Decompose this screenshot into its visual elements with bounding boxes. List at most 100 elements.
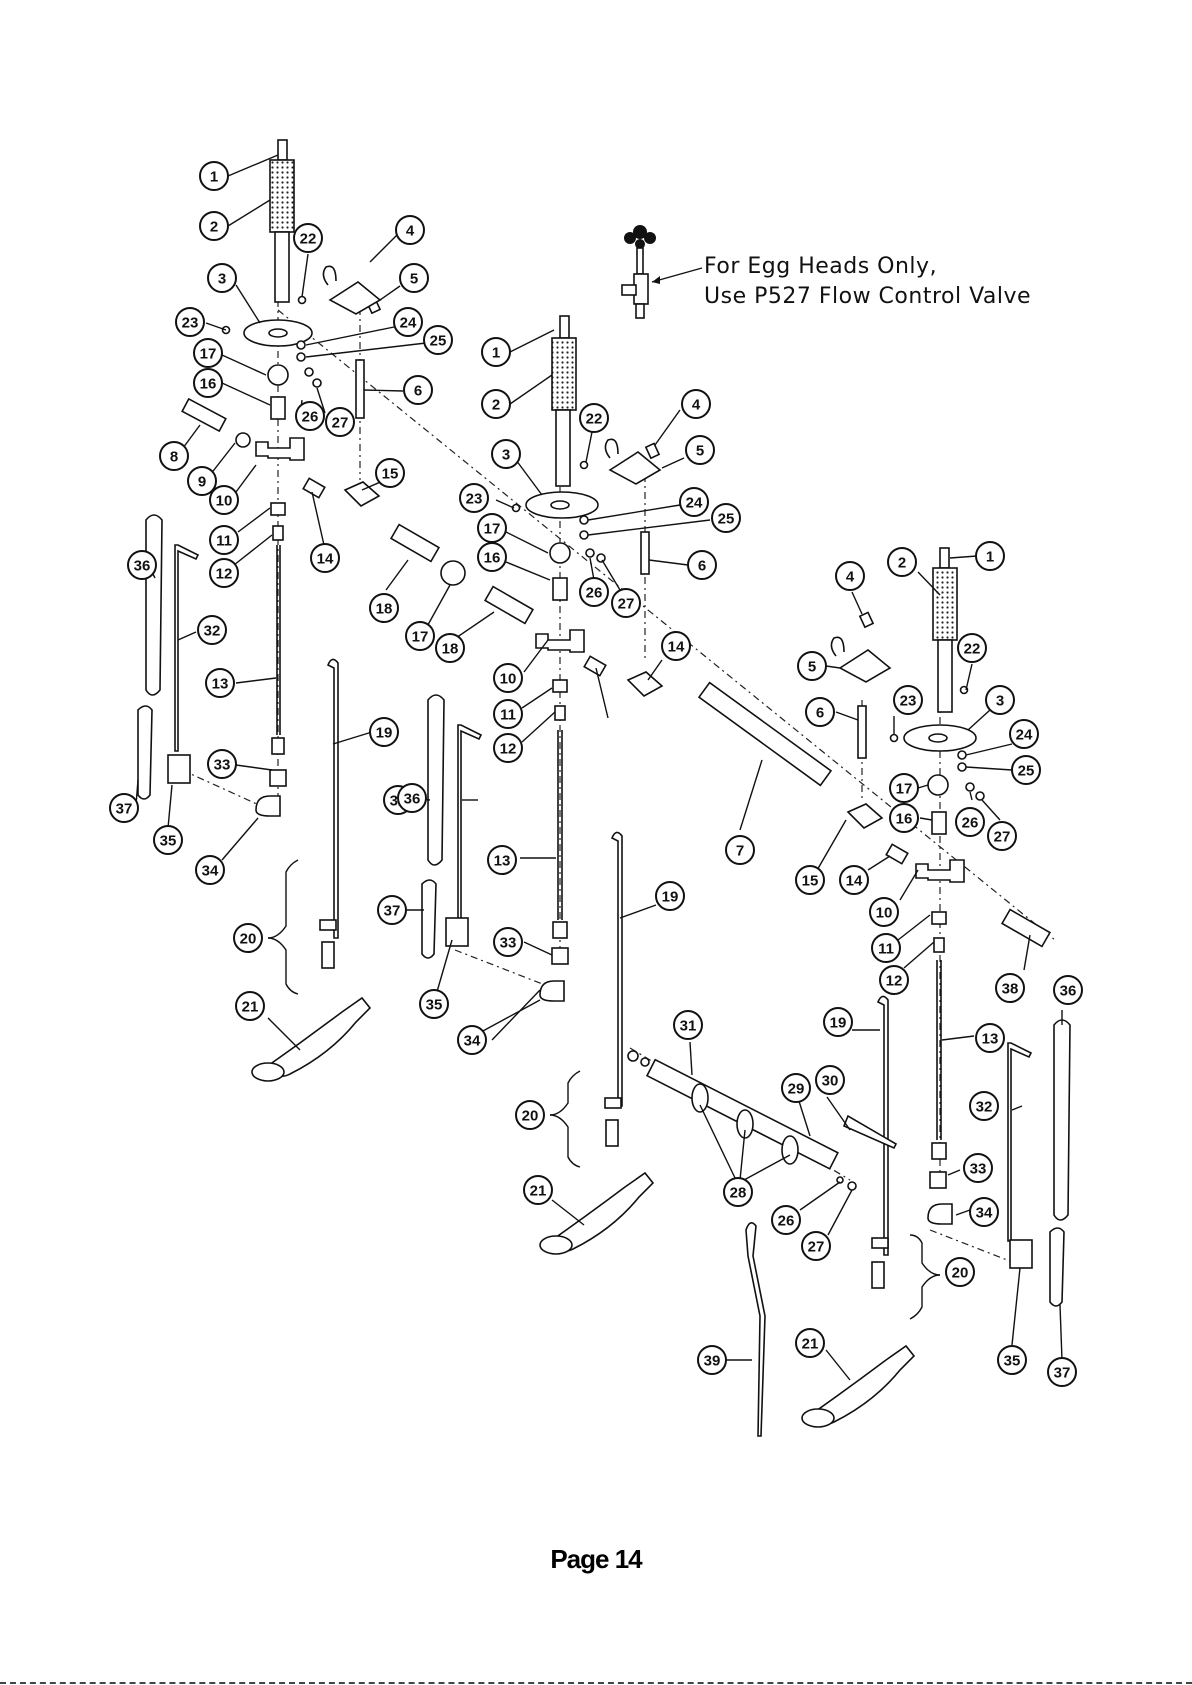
- callout-3: 3: [207, 263, 237, 293]
- callout-label: 12: [886, 973, 903, 990]
- callout-36: 36: [397, 783, 427, 813]
- callout-16: 16: [193, 368, 223, 398]
- callout-circle: [187, 466, 217, 496]
- callout-4: 4: [835, 561, 865, 591]
- callout-circle: [109, 793, 139, 823]
- callout-label: 14: [846, 873, 863, 890]
- callout-label: 2: [492, 397, 500, 414]
- callout-14: 14: [661, 631, 691, 661]
- callout-circle: [403, 375, 433, 405]
- callout-19: 19: [655, 881, 685, 911]
- callout-label: 11: [500, 707, 516, 724]
- callout-label: 13: [212, 676, 229, 693]
- callout-circle: [481, 337, 511, 367]
- right-head-assembly: [801, 547, 1071, 1428]
- callout-35: 35: [153, 825, 183, 855]
- callout-17: 17: [889, 773, 919, 803]
- callout-14: 14: [839, 865, 869, 895]
- callout-label: 38: [1002, 981, 1019, 998]
- callout-label: 35: [1004, 1353, 1021, 1370]
- callout-circle: [661, 631, 691, 661]
- callout-circle: [199, 161, 229, 191]
- callout-25: 25: [711, 503, 741, 533]
- callout-18: 18: [369, 593, 399, 623]
- callout-13: 13: [975, 1023, 1005, 1053]
- callout-circle: [293, 223, 323, 253]
- callout-label: 19: [662, 889, 679, 906]
- callout-17: 17: [193, 338, 223, 368]
- callout-label: 37: [116, 801, 133, 818]
- callout-10: 10: [869, 897, 899, 927]
- callout-34: 34: [457, 1025, 487, 1055]
- callout-circle: [579, 577, 609, 607]
- callout-label: 35: [160, 833, 177, 850]
- callout-13: 13: [205, 668, 235, 698]
- callout-circle: [711, 503, 741, 533]
- callout-33: 33: [963, 1153, 993, 1183]
- callout-25: 25: [423, 325, 453, 355]
- callout-label: 22: [300, 231, 317, 248]
- callout-label: 37: [384, 903, 401, 920]
- callout-1: 1: [975, 541, 1005, 571]
- callout-circle: [199, 211, 229, 241]
- callout-label: 27: [618, 596, 635, 613]
- callout-label: 20: [522, 1108, 539, 1125]
- callout-8: 8: [159, 441, 189, 471]
- callout-label: 15: [382, 466, 399, 483]
- callout-circle: [209, 485, 239, 515]
- callout-21: 21: [235, 991, 265, 1021]
- callout-circle: [795, 865, 825, 895]
- callout-label: 2: [210, 219, 218, 236]
- callout-circle: [823, 1007, 853, 1037]
- callout-3: 3: [985, 685, 1015, 715]
- callout-circle: [523, 1175, 553, 1205]
- callout-label: 8: [170, 449, 178, 466]
- callout-label: 3: [996, 693, 1004, 710]
- callout-circle: [725, 835, 755, 865]
- callout-26: 26: [579, 577, 609, 607]
- callout-label: 6: [414, 383, 422, 400]
- callout-circle: [579, 403, 609, 433]
- callout-label: 17: [896, 781, 913, 798]
- callout-circle: [235, 991, 265, 1021]
- callout-circle: [985, 685, 1015, 715]
- callout-circle: [685, 435, 715, 465]
- callout-circle: [681, 389, 711, 419]
- callout-33: 33: [207, 749, 237, 779]
- callout-circle: [419, 989, 449, 1019]
- callout-circle: [399, 263, 429, 293]
- callout-circle: [233, 923, 263, 953]
- callout-label: 18: [442, 641, 459, 658]
- callout-label: 10: [500, 671, 517, 688]
- callout-label: 24: [400, 315, 417, 332]
- callout-label: 4: [692, 397, 701, 414]
- callout-circle: [493, 927, 523, 957]
- callout-9: 9: [187, 466, 217, 496]
- callout-label: 6: [698, 558, 706, 575]
- callout-circle: [963, 1153, 993, 1183]
- callout-label: 36: [404, 791, 421, 808]
- callout-5: 5: [797, 651, 827, 681]
- callout-label: 17: [484, 521, 501, 538]
- callout-circle: [687, 550, 717, 580]
- callout-22: 22: [957, 633, 987, 663]
- callout-37: 37: [1047, 1357, 1077, 1387]
- callout-33: 33: [493, 927, 523, 957]
- callout-circle: [197, 615, 227, 645]
- callout-3: 3: [491, 439, 521, 469]
- callout-23: 23: [175, 307, 205, 337]
- flow-control-valve-illustration: [621, 225, 703, 319]
- callout-label: 1: [210, 169, 218, 186]
- callout-circle: [377, 895, 407, 925]
- callout-28: 28: [723, 1177, 753, 1207]
- callout-19: 19: [823, 1007, 853, 1037]
- callout-16: 16: [889, 803, 919, 833]
- callout-circle: [127, 550, 157, 580]
- callout-label: 5: [410, 271, 418, 288]
- callout-label: 19: [830, 1015, 847, 1032]
- callout-circle: [493, 733, 523, 763]
- callout-circle: [477, 542, 507, 572]
- callout-circle: [435, 633, 465, 663]
